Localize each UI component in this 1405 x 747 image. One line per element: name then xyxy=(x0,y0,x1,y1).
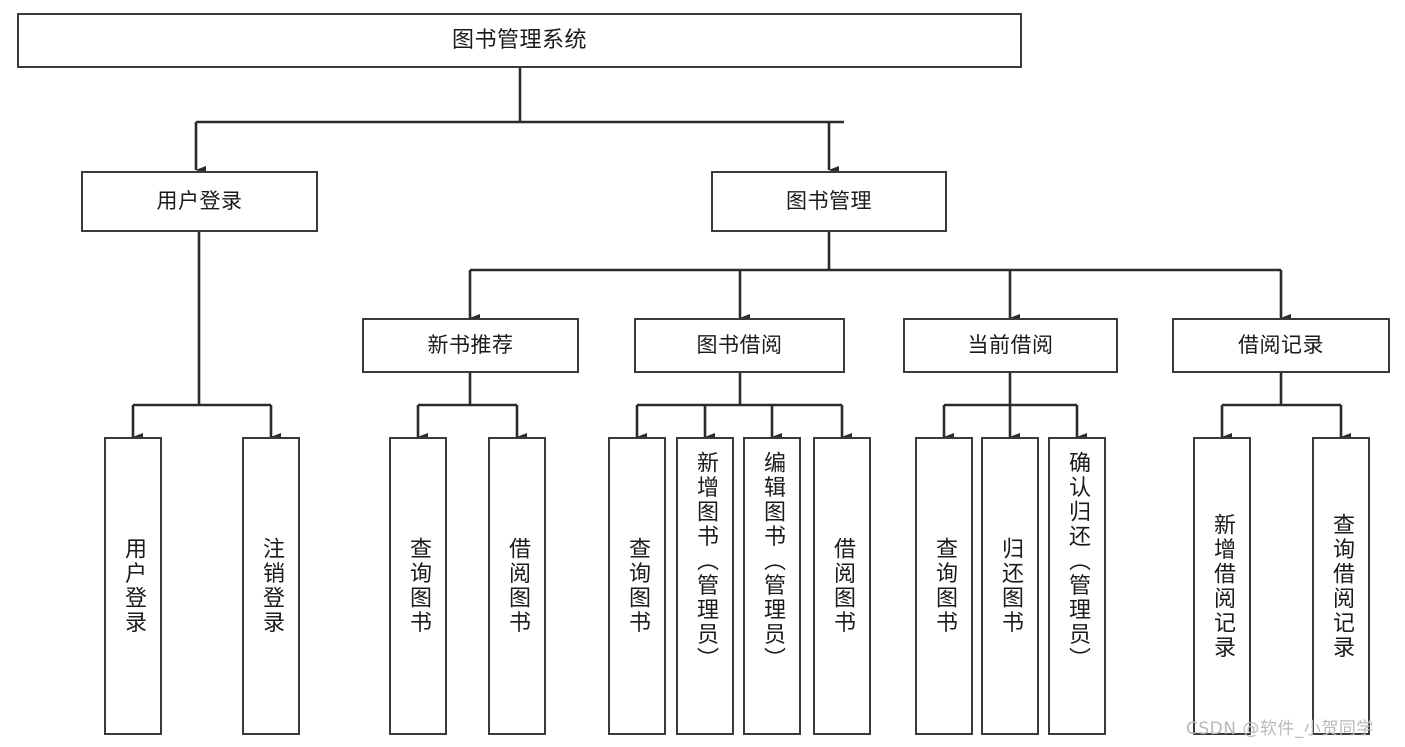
leaf-label: 新增图书（管理员） xyxy=(693,451,718,672)
leaf-user-login-logout[interactable]: 注销登录 xyxy=(242,437,300,735)
leaf-current-borrow-query-book[interactable]: 查询图书 xyxy=(915,437,973,735)
node-current-borrowing[interactable]: 当前借阅 xyxy=(903,318,1118,373)
leaf-label: 查询图书 xyxy=(406,537,431,635)
leaf-label: 归还图书 xyxy=(998,537,1023,635)
leaf-current-borrow-confirm-return-admin[interactable]: 确认归还（管理员） xyxy=(1048,437,1106,735)
leaf-borrow-record-add-record[interactable]: 新增借阅记录 xyxy=(1193,437,1251,735)
node-label: 图书管理系统 xyxy=(451,27,587,53)
leaf-label: 借阅图书 xyxy=(505,537,530,635)
leaf-current-borrow-return-book[interactable]: 归还图书 xyxy=(981,437,1039,735)
node-root-book-management-system[interactable]: 图书管理系统 xyxy=(17,13,1022,68)
node-label: 用户登录 xyxy=(156,189,243,214)
leaf-label: 借阅图书 xyxy=(830,537,855,635)
leaf-label: 编辑图书（管理员） xyxy=(760,451,785,672)
leaf-label: 确认归还（管理员） xyxy=(1065,451,1090,672)
leaf-label: 注销登录 xyxy=(259,537,284,635)
leaf-label: 查询借阅记录 xyxy=(1329,512,1354,660)
leaf-borrow-record-query-record[interactable]: 查询借阅记录 xyxy=(1312,437,1370,735)
node-label: 图书管理 xyxy=(786,189,872,214)
node-borrowing-record[interactable]: 借阅记录 xyxy=(1172,318,1390,373)
leaf-new-book-query-book[interactable]: 查询图书 xyxy=(389,437,447,735)
leaf-book-borrow-query-book[interactable]: 查询图书 xyxy=(608,437,666,735)
node-label: 当前借阅 xyxy=(967,333,1054,358)
node-label: 借阅记录 xyxy=(1238,333,1324,358)
leaf-label: 查询图书 xyxy=(625,537,650,635)
leaf-book-borrow-edit-book-admin[interactable]: 编辑图书（管理员） xyxy=(743,437,801,735)
node-label: 新书推荐 xyxy=(427,333,514,358)
leaf-user-login-login[interactable]: 用户登录 xyxy=(104,437,162,735)
leaf-label: 查询图书 xyxy=(932,537,957,635)
node-book-management[interactable]: 图书管理 xyxy=(711,171,947,232)
leaf-new-book-borrow-book[interactable]: 借阅图书 xyxy=(488,437,546,735)
node-user-login[interactable]: 用户登录 xyxy=(81,171,318,232)
node-label: 图书借阅 xyxy=(696,333,783,358)
leaf-book-borrow-add-book-admin[interactable]: 新增图书（管理员） xyxy=(676,437,734,735)
csdn-watermark: CSDN @软件_小贺同学 xyxy=(1186,719,1374,739)
node-book-borrowing[interactable]: 图书借阅 xyxy=(634,318,845,373)
node-new-book-recommendation[interactable]: 新书推荐 xyxy=(362,318,579,373)
leaf-book-borrow-borrow-book[interactable]: 借阅图书 xyxy=(813,437,871,735)
leaf-label: 新增借阅记录 xyxy=(1210,512,1235,660)
leaf-label: 用户登录 xyxy=(121,537,146,635)
